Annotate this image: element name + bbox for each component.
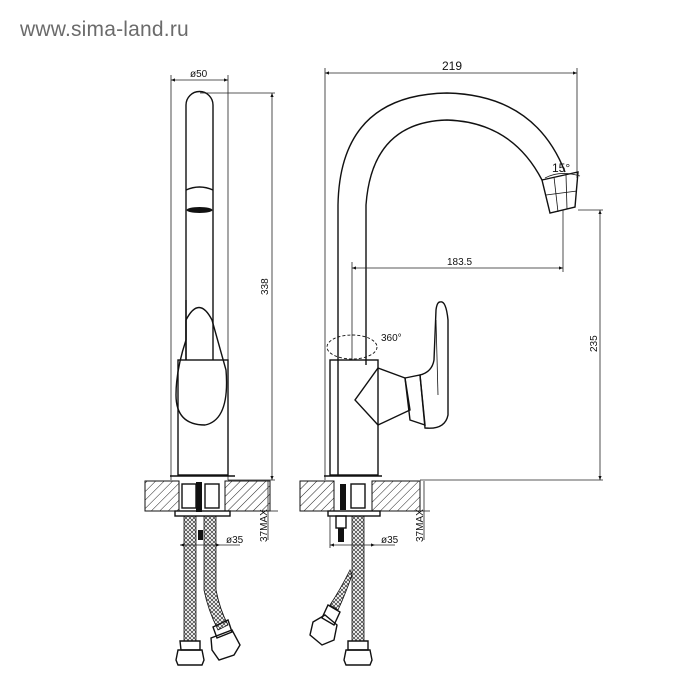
width-label: 219 (442, 59, 462, 73)
countertop-right (371, 480, 421, 512)
countertop-left (299, 480, 335, 512)
hose-nut-bent (309, 614, 338, 646)
hole-diameter-label: ø35 (381, 535, 399, 546)
countertop-right (224, 480, 271, 512)
spout-tube (185, 90, 214, 360)
lever-handle (175, 306, 228, 426)
rotation-indicator (326, 334, 378, 360)
lever-handle (354, 301, 449, 429)
reach-label: 183.5 (447, 257, 472, 268)
diameter-label: ø50 (190, 69, 208, 80)
angle-label: 15° (552, 161, 570, 175)
side-view: ø50 ø35 338 (144, 69, 278, 666)
hose-nut-straight (343, 649, 373, 666)
base-body (329, 359, 379, 476)
hose-left (183, 515, 197, 642)
height-label: 338 (260, 278, 271, 295)
front-view: 219 15° 183.5 360° 235 (299, 59, 603, 666)
countertop-left (144, 480, 180, 512)
aerator (186, 207, 213, 213)
hose-straight (351, 515, 365, 642)
rotation-label: 360° (381, 333, 402, 344)
hose-right (203, 515, 229, 631)
watermark: www.sima-land.ru (20, 18, 189, 41)
hose-nut-left (175, 649, 205, 666)
max-thickness-label: 37MAX (415, 509, 426, 542)
hole-diameter-label: ø35 (226, 535, 244, 546)
aerator (541, 171, 579, 214)
hose-bent (329, 569, 353, 611)
dimension-diameter-50: ø50 (170, 69, 229, 480)
max-thickness-label: 37MAX (259, 509, 270, 542)
base-body (177, 359, 229, 476)
spout-inner (365, 119, 543, 365)
spout-outer (337, 92, 566, 475)
spout-height-label: 235 (589, 335, 600, 352)
hose-nut-right (210, 629, 241, 661)
